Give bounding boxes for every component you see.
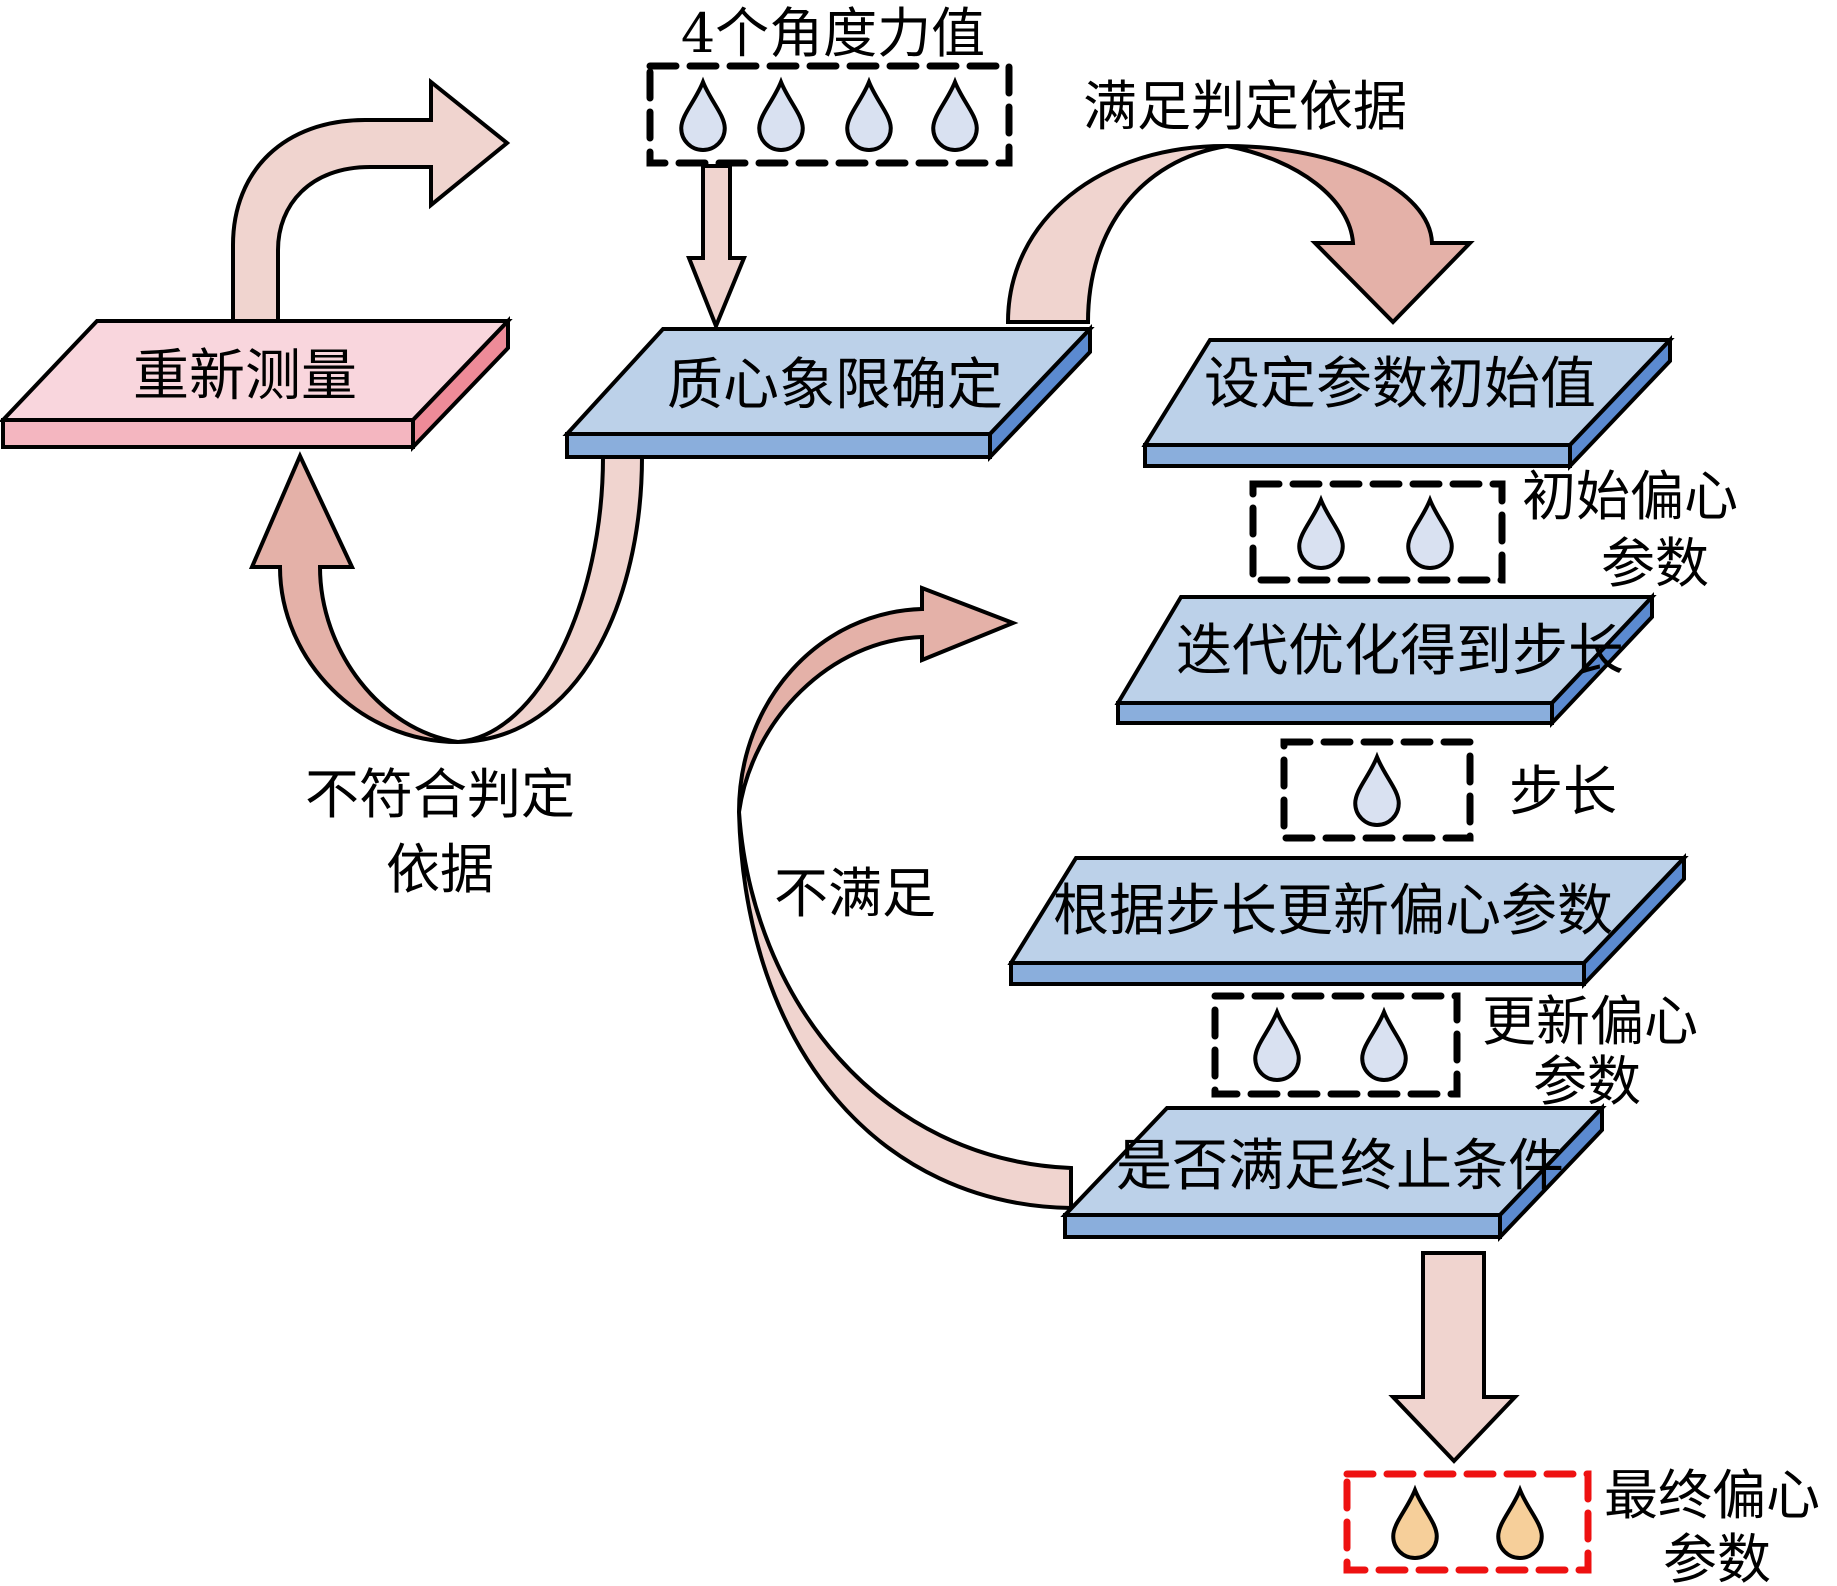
dashed-box — [1249, 480, 1506, 584]
dashed-box — [1211, 992, 1461, 1098]
data-group-four-angle-forces — [646, 62, 1013, 167]
group-label-updated-eccentric-line1: 更新偏心 — [1482, 990, 1698, 1053]
slab-label-centroid-quadrant: 质心象限确定 — [667, 353, 1003, 418]
data-group-final-eccentric — [1343, 1470, 1592, 1574]
drop-icon — [757, 76, 805, 152]
group-label-four-angle-forces: 4个角度力值 — [681, 2, 985, 65]
slab-label-check-termination: 是否满足终止条件 — [1116, 1134, 1564, 1199]
drop-icon — [1253, 1006, 1301, 1082]
arrow-not-satisfied-upper — [737, 585, 1019, 813]
slab-label-iterate-step: 迭代优化得到步长 — [1176, 619, 1624, 684]
slab-set-initial-params — [1141, 335, 1675, 471]
slab-side-face — [411, 316, 510, 452]
slab-remeasure — [0, 316, 513, 452]
arrow-satisfies-right — [1226, 144, 1475, 325]
slab-front-face — [1063, 1213, 1502, 1239]
slab-side-face — [1498, 1103, 1604, 1242]
group-label-step-size: 步长 — [1509, 760, 1617, 823]
dashed-box — [1280, 738, 1474, 842]
drop-icon — [1391, 1484, 1439, 1560]
drop-icon — [679, 76, 727, 152]
arrow-not-conform-left — [248, 451, 459, 744]
drop-icon — [1360, 1006, 1408, 1082]
data-group-step-size — [1280, 738, 1474, 842]
slab-front-face — [1009, 961, 1586, 986]
arrow-remeasure-restart — [231, 77, 511, 323]
slab-side-face — [1568, 335, 1672, 471]
slab-side-face — [988, 324, 1092, 462]
slab-front-face — [565, 432, 992, 459]
group-label-final-eccentric-line2: 参数 — [1663, 1528, 1771, 1586]
drop-icon — [1297, 494, 1345, 570]
arrow-satisfies-left — [1005, 143, 1228, 324]
arrow-not-satisfied-lower — [737, 811, 1073, 1211]
dashed-box — [1343, 1470, 1592, 1574]
slab-label-update-eccentric: 根据步长更新偏心参数 — [1053, 879, 1613, 944]
group-label-initial-eccentric-line2: 参数 — [1601, 532, 1709, 595]
slab-front-face — [1, 418, 415, 449]
slab-centroid-quadrant — [562, 324, 1095, 462]
slab-label-set-initial-params: 设定参数初始值 — [1204, 352, 1596, 417]
drop-icon — [1406, 494, 1454, 570]
edge-label-not-conform-line2: 依据 — [386, 838, 494, 901]
edge-label-satisfies: 满足判定依据 — [1083, 75, 1407, 138]
slab-front-face — [1143, 443, 1572, 468]
slab-iterate-step — [1114, 591, 1657, 729]
group-label-final-eccentric-line1: 最终偏心 — [1604, 1464, 1820, 1527]
edge-label-not-conform-line1: 不符合判定 — [305, 763, 575, 826]
group-label-updated-eccentric-line2: 参数 — [1533, 1050, 1641, 1113]
drop-icon — [845, 76, 893, 152]
data-group-updated-eccentric — [1211, 992, 1461, 1098]
edge-label-not-satisfied: 不满足 — [774, 862, 936, 925]
drop-icon — [1496, 1484, 1544, 1560]
dashed-box — [646, 62, 1013, 167]
slab-front-face — [1116, 701, 1554, 725]
drop-icon — [1353, 751, 1401, 827]
slab-side-face — [1550, 591, 1654, 729]
data-group-initial-eccentric — [1249, 480, 1506, 584]
arrow-not-conform-right — [457, 455, 645, 744]
arrow-forces-to-centroid — [686, 164, 747, 332]
slab-check-termination — [1060, 1103, 1607, 1242]
drop-icon — [931, 76, 979, 152]
slab-update-eccentric — [1007, 853, 1689, 989]
slab-side-face — [1582, 853, 1686, 989]
arrow-to-final — [1388, 1251, 1520, 1464]
group-label-initial-eccentric-line1: 初始偏心 — [1522, 465, 1738, 528]
slab-label-remeasure: 重新测量 — [133, 344, 357, 409]
